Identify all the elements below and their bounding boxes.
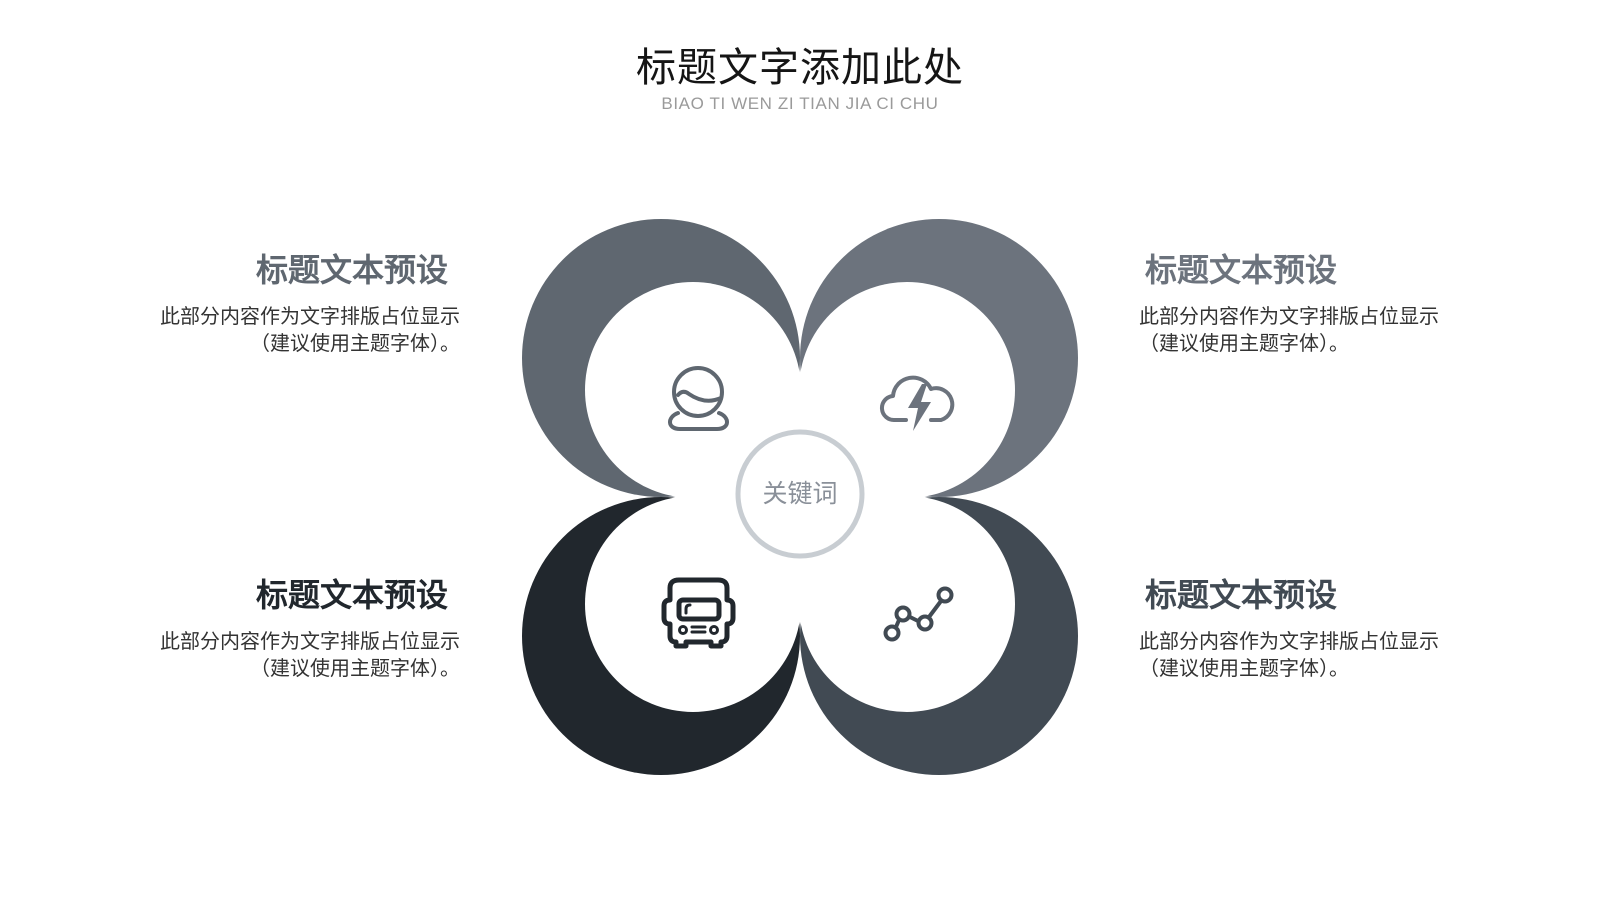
block-title: 标题文本预设 (255, 577, 448, 613)
page-subtitle: BIAO TI WEN ZI TIAN JIA CI CHU (661, 94, 939, 113)
block-body: 此部分内容作为文字排版占位显示 （建议使用主题字体）。 (1139, 304, 1479, 358)
lightning-bolt-icon (908, 384, 931, 431)
petal-inner-bottom-left (585, 496, 801, 712)
block-body-line: 此部分内容作为文字排版占位显示 (1139, 306, 1439, 328)
block-body-line: （建议使用主题字体）。 (1139, 333, 1349, 355)
block-body: 此部分内容作为文字排版占位显示 （建议使用主题字体）。 (120, 629, 460, 683)
block-body-line: 此部分内容作为文字排版占位显示 (160, 631, 460, 653)
page-title: 标题文字添加此处 (636, 46, 964, 90)
block-body: 此部分内容作为文字排版占位显示 （建议使用主题字体）。 (1139, 629, 1479, 683)
block-body: 此部分内容作为文字排版占位显示 （建议使用主题字体）。 (120, 304, 460, 358)
user-icon (668, 366, 729, 431)
block-body-line: （建议使用主题字体）。 (1139, 658, 1349, 680)
block-title: 标题文本预设 (255, 252, 448, 288)
block-body-line: 此部分内容作为文字排版占位显示 (1139, 631, 1439, 653)
block-body-line: 此部分内容作为文字排版占位显示 (160, 306, 460, 328)
keyword-ring (735, 429, 865, 559)
text-block-bottom-right: 标题文本预设 此部分内容作为文字排版占位显示 （建议使用主题字体）。 (1139, 575, 1479, 683)
text-block-bottom-left: 标题文本预设 此部分内容作为文字排版占位显示 （建议使用主题字体）。 (120, 575, 460, 683)
cloud-lightning-icon (880, 375, 955, 423)
block-title: 标题文本预设 (1145, 577, 1338, 613)
line-graph-icon (883, 586, 954, 642)
center-keyword: 关键词 (762, 480, 838, 508)
block-body-line: （建议使用主题字体）。 (250, 658, 460, 680)
petal-inner-bottom-right (799, 496, 1015, 712)
petal-inner-top-left (585, 282, 801, 498)
text-block-top-left: 标题文本预设 此部分内容作为文字排版占位显示 （建议使用主题字体）。 (120, 250, 460, 358)
petal-inner-top-right (799, 282, 1015, 498)
block-body-line: （建议使用主题字体）。 (250, 333, 460, 355)
block-title: 标题文本预设 (1145, 252, 1338, 288)
text-block-top-right: 标题文本预设 此部分内容作为文字排版占位显示 （建议使用主题字体）。 (1139, 250, 1479, 358)
bus-icon (661, 577, 736, 649)
